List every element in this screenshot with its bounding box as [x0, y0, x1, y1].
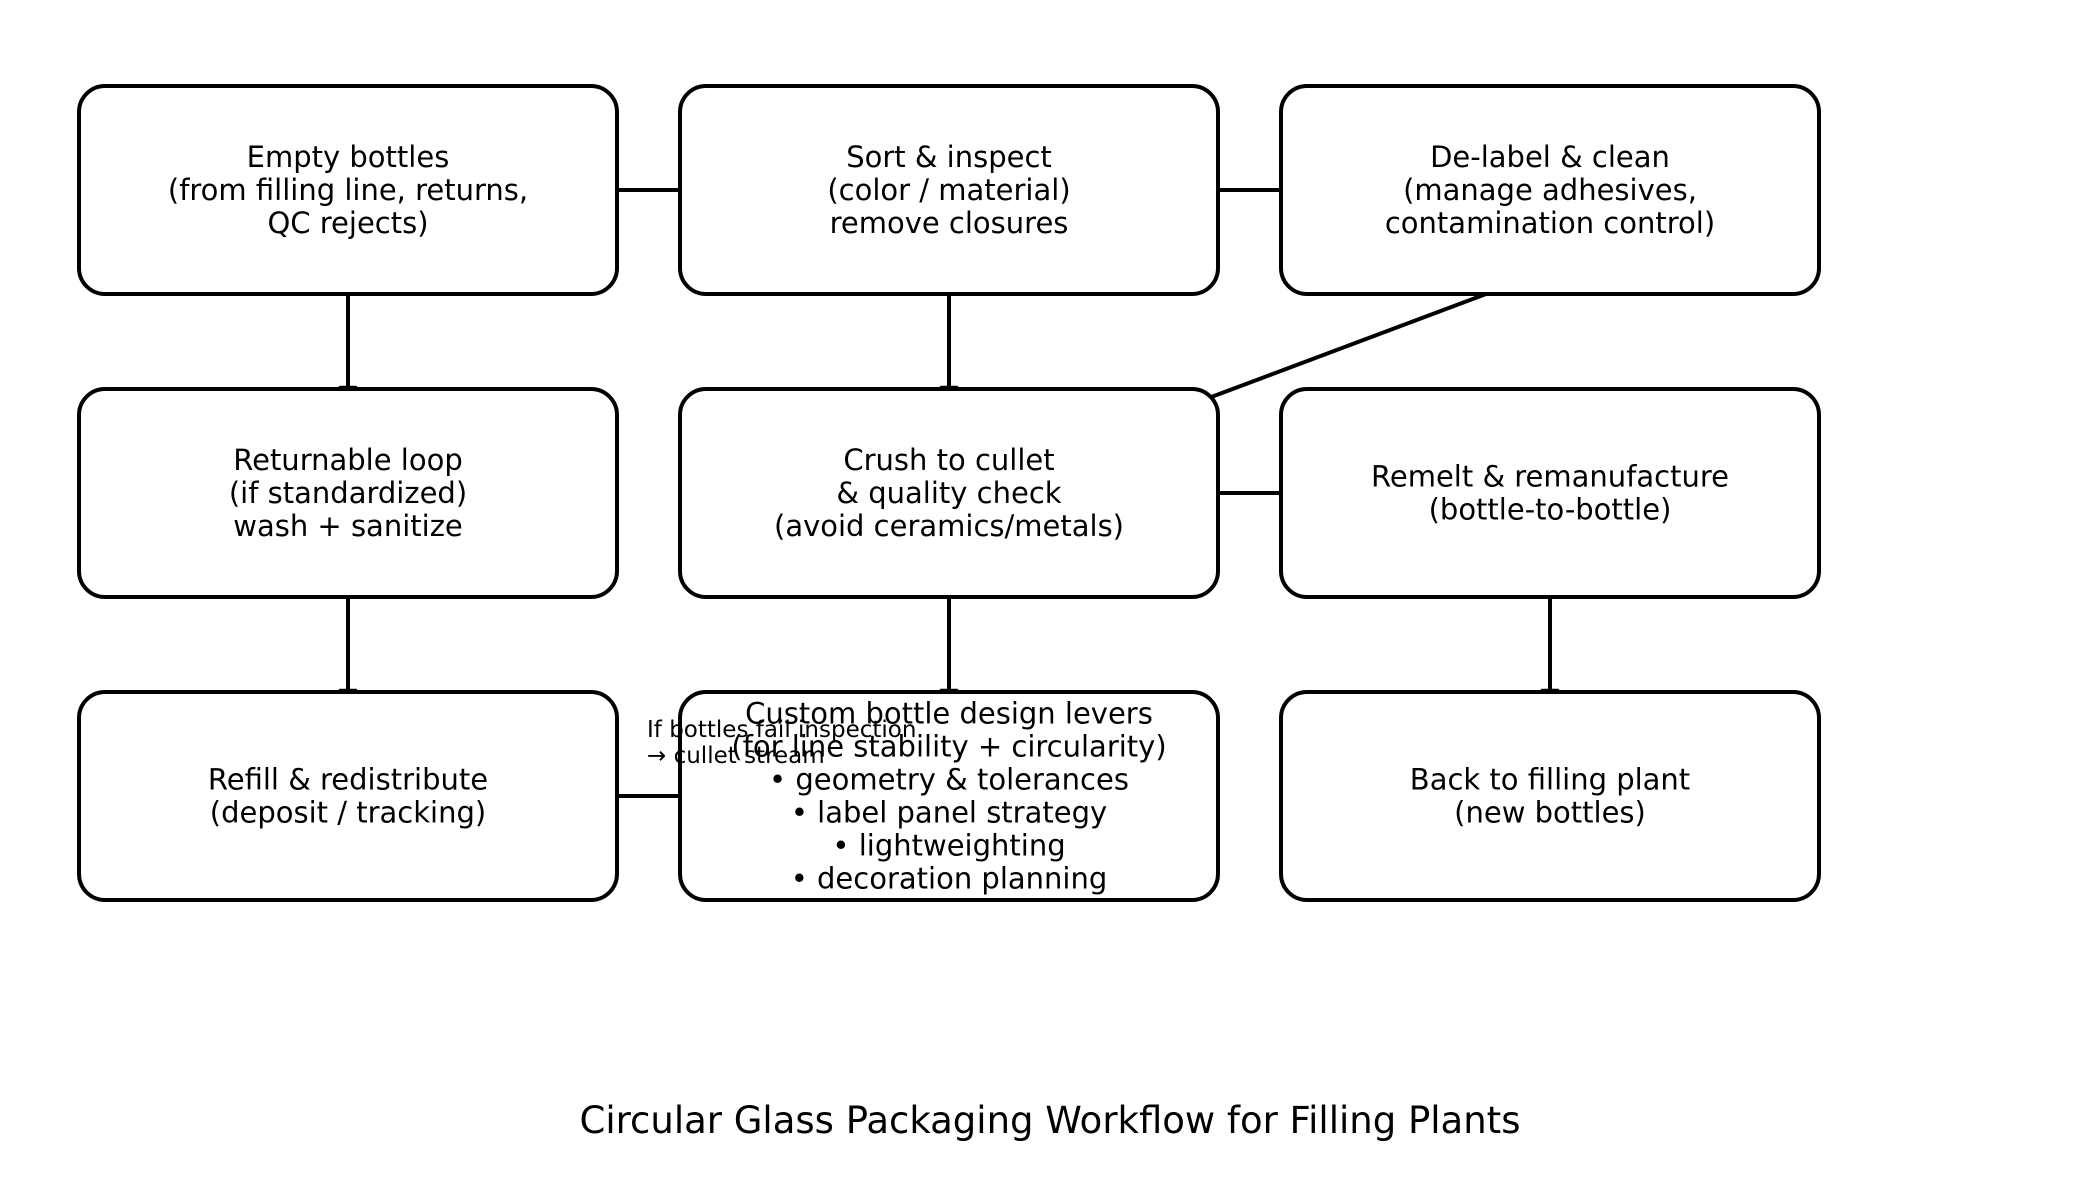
node-label-line: (new bottles)	[1454, 796, 1646, 830]
node-label-line: De-label & clean	[1430, 140, 1670, 174]
node-label-line: QC rejects)	[267, 206, 428, 240]
node-back-to-filling: Back to filling plant(new bottles)	[1279, 690, 1821, 902]
node-returnable-loop: Returnable loop(if standardized)wash + s…	[77, 387, 619, 599]
node-label-line: wash + sanitize	[233, 509, 463, 543]
node-label-line: (color / material)	[827, 173, 1070, 207]
annotation-layer: If bottles fail inspection → cullet stre…	[647, 717, 916, 769]
node-label-line: contamination control)	[1385, 206, 1715, 240]
node-delabel-clean: De-label & clean(manage adhesives,contam…	[1279, 84, 1821, 296]
node-label-line: (avoid ceramics/metals)	[774, 509, 1124, 543]
annotation-line-1: If bottles fail inspection	[647, 717, 916, 743]
node-box	[678, 690, 1220, 902]
node-label-line: & quality check	[836, 476, 1061, 510]
node-box	[1279, 84, 1821, 296]
node-label-line: • lightweighting	[832, 829, 1065, 863]
node-box	[77, 84, 619, 296]
node-label-line: Empty bottles	[247, 140, 450, 174]
node-label-line: Sort & inspect	[846, 140, 1052, 174]
node-label-line: • geometry & tolerances	[769, 763, 1129, 797]
node-box	[678, 387, 1220, 599]
node-label-line: (for line stability + circularity)	[731, 730, 1166, 764]
node-label-line: (from filling line, returns,	[168, 173, 528, 207]
node-label-line: (if standardized)	[229, 476, 467, 510]
node-label-line: • label panel strategy	[791, 796, 1107, 830]
node-design-levers: Custom bottle design levers(for line sta…	[678, 690, 1220, 902]
diagram-title: Circular Glass Packaging Workflow for Fi…	[580, 1099, 1521, 1142]
node-label-line: Remelt & remanufacture	[1371, 460, 1729, 494]
node-label-line: (bottle-to-bottle)	[1429, 493, 1672, 527]
node-box	[1279, 387, 1821, 599]
node-label-line: Custom bottle design levers	[745, 697, 1153, 731]
nodes-layer: Empty bottles(from filling line, returns…	[77, 84, 1821, 902]
node-empty-bottles: Empty bottles(from filling line, returns…	[77, 84, 619, 296]
node-label-line: Returnable loop	[233, 443, 462, 477]
node-label-line: Refill & redistribute	[208, 763, 488, 797]
node-label-line: remove closures	[830, 206, 1069, 240]
node-label-line: Crush to cullet	[843, 443, 1054, 477]
annotation-line-2: → cullet stream	[647, 743, 825, 769]
node-box	[678, 84, 1220, 296]
node-box	[77, 690, 619, 902]
node-refill: Refill & redistribute(deposit / tracking…	[77, 690, 619, 902]
node-remelt: Remelt & remanufacture(bottle-to-bottle)	[1279, 387, 1821, 599]
node-label-line: • decoration planning	[791, 862, 1108, 896]
node-label-line: (manage adhesives,	[1403, 173, 1697, 207]
node-crush-cullet: Crush to cullet& quality check(avoid cer…	[678, 387, 1220, 599]
node-box	[77, 387, 619, 599]
node-sort-inspect: Sort & inspect(color / material)remove c…	[678, 84, 1220, 296]
node-box	[1279, 690, 1821, 902]
node-label-line: (deposit / tracking)	[210, 796, 486, 830]
node-label-line: Back to filling plant	[1410, 763, 1690, 797]
